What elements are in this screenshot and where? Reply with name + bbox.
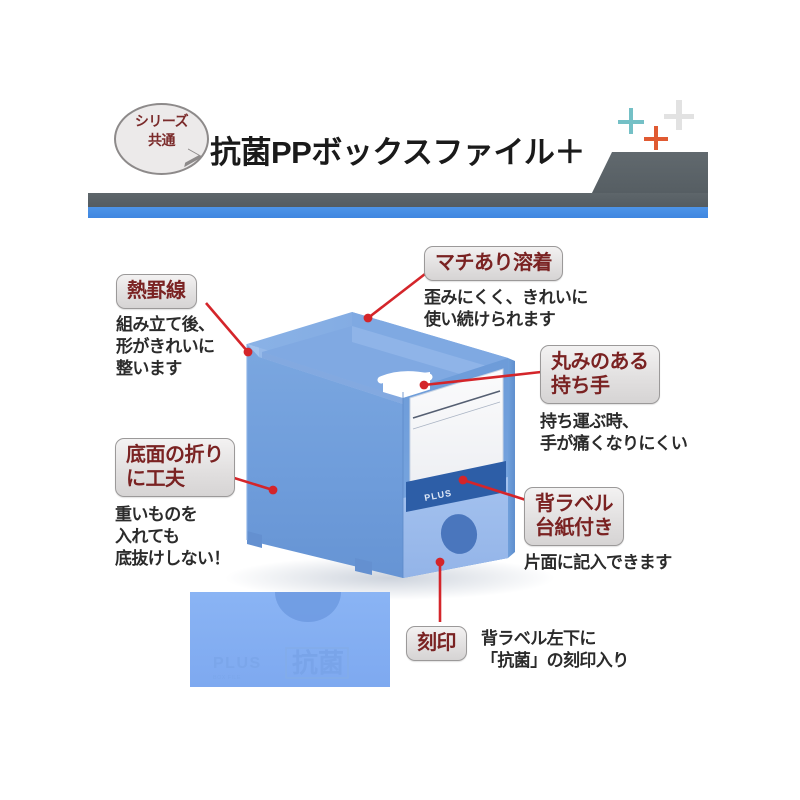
desc-line: 手が痛くなりにくい [540, 433, 688, 453]
desc-line: 背ラベル左下に [481, 629, 596, 648]
chip-line: マチあり溶着 [435, 252, 553, 274]
chip-line: に工夫 [126, 468, 185, 490]
chip-line: 刻印 [417, 632, 457, 654]
svg-text:PLUS: PLUS [213, 655, 262, 672]
chip-line: 底面の折り [126, 444, 224, 466]
desc-line: 整います [116, 358, 182, 378]
callout-desc-se-label-daishi: 片面に記入できます [524, 552, 672, 574]
callout-desc-teimen-no-ori: 重いものを 入れても 底抜けしない！ [115, 504, 235, 569]
callout-chip-se-label-daishi: 背ラベル 台紙付き [524, 487, 624, 546]
callout-chip-machi-ari-yochaku: マチあり溶着 [424, 246, 563, 281]
series-badge-line2: 共通 [148, 131, 176, 148]
svg-text:BOX FILE: BOX FILE [213, 675, 241, 681]
callout-se-label-daishi: 背ラベル 台紙付き 片面に記入できます [524, 487, 672, 574]
callout-desc-machi-ari-yochaku: 歪みにくく、きれいに 使い続けられます [424, 287, 588, 331]
desc-line: 底抜けしない！ [115, 548, 230, 568]
leader-dots [243, 313, 468, 567]
desc-line: 形がきれいに [116, 336, 215, 356]
callout-desc-marumi-no-aru-mochite: 持ち運ぶ時、 手が痛くなりにくい [540, 411, 688, 455]
emboss-detail-panel: PLUS BOX FILE 抗菌 [190, 592, 390, 687]
header-dark-bar [88, 193, 708, 207]
chip-line: 熱罫線 [127, 280, 186, 302]
callout-teimen-no-ori: 底面の折り に工夫 重いものを 入れても 底抜けしない！ [115, 438, 235, 569]
desc-line: 歪みにくく、きれいに [424, 288, 588, 307]
plus-decoration-gray-icon [664, 100, 694, 130]
desc-line: 片面に記入できます [524, 553, 672, 572]
desc-line: 重いものを [115, 505, 198, 524]
callout-machi-ari-yochaku: マチあり溶着 歪みにくく、きれいに 使い続けられます [424, 246, 588, 331]
series-badge-bubble [114, 103, 209, 175]
series-badge-text: シリーズ 共通 [114, 112, 209, 150]
plus-decoration-orange-icon [644, 126, 668, 150]
callout-kokuin: 刻印 背ラベル左下に 「抗菌」の刻印入り [406, 626, 629, 672]
desc-line: 入れても [115, 526, 180, 546]
callout-chip-netsukeisen: 熱罫線 [116, 274, 197, 309]
chip-line: 持ち手 [551, 375, 610, 397]
callout-chip-teimen-no-ori: 底面の折り に工夫 [115, 438, 235, 497]
svg-text:抗菌: 抗菌 [292, 648, 344, 678]
header-dark-tab [590, 152, 708, 197]
desc-line: 「抗菌」の刻印入り [481, 650, 629, 670]
callout-chip-kokuin: 刻印 [406, 626, 467, 661]
chip-line: 丸みのある [551, 351, 649, 373]
callout-desc-kokuin: 背ラベル左下に 「抗菌」の刻印入り [481, 628, 629, 672]
product-brand-label: PLUS [423, 488, 452, 503]
series-badge-line1: シリーズ [134, 113, 189, 129]
callout-chip-marumi-no-aru-mochite: 丸みのある 持ち手 [540, 345, 660, 404]
header-banner: シリーズ 共通 抗菌PPボックスファイル＋ [0, 0, 800, 230]
callout-marumi-no-aru-mochite: 丸みのある 持ち手 持ち運ぶ時、 手が痛くなりにくい [540, 345, 688, 455]
plus-decoration-teal-icon [618, 108, 644, 134]
callout-netsukeisen: 熱罫線 組み立て後、 形がきれいに 整います [116, 274, 215, 379]
desc-line: 組み立て後、 [116, 315, 215, 334]
desc-line: 使い続けられます [424, 309, 556, 329]
chip-line: 背ラベル [535, 493, 614, 515]
page-title: 抗菌PPボックスファイル＋ [210, 135, 585, 170]
header-blue-bar [88, 207, 708, 218]
desc-line: 持ち運ぶ時、 [540, 412, 639, 431]
callout-desc-netsukeisen: 組み立て後、 形がきれいに 整います [116, 314, 215, 379]
chip-line: 台紙付き [535, 517, 614, 539]
